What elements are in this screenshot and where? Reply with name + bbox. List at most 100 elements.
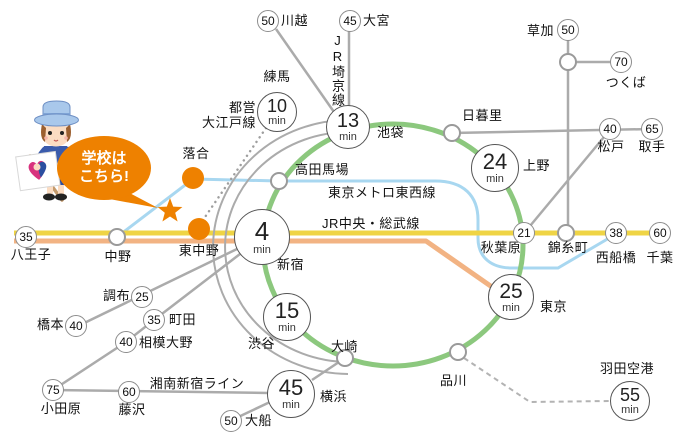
time-circle-yokohama: 45 min	[267, 370, 315, 418]
station-label-tokyo: 東京	[540, 299, 568, 314]
station-label-kawagoe: 川越	[281, 13, 309, 28]
station-label-nerima: 練馬	[263, 69, 291, 84]
haneda-dashed-line	[463, 357, 610, 404]
mascot-hat	[34, 100, 79, 127]
shonan-shinjuku-line	[52, 388, 270, 395]
station-label-kinshicho: 錦糸町	[547, 240, 589, 255]
station-dot-ochiai	[182, 167, 204, 189]
station-node-takadanobaba	[270, 172, 288, 190]
time-badge-fujisawa: 60	[118, 381, 140, 403]
keio-line-chofu-hashimoto	[75, 247, 238, 329]
station-node-soka-junction	[559, 53, 577, 71]
station-label-matsudo: 松戸	[597, 139, 625, 154]
time-badge-hashimoto: 40	[65, 315, 87, 337]
time-value: 15	[274, 298, 300, 323]
station-label-ikebukuro: 池袋	[377, 125, 405, 140]
station-label-ofuna: 大船	[245, 413, 273, 428]
station-label-hashimoto: 橋本	[37, 317, 65, 332]
time-unit: min	[621, 404, 639, 416]
tojo-line-kawagoe	[274, 28, 336, 113]
time-unit: min	[339, 131, 357, 143]
station-label-nippori: 日暮里	[462, 108, 503, 123]
time-unit: min	[268, 115, 286, 127]
line-label-oedo: 都営 大江戸線	[202, 100, 256, 130]
time-value: 45	[278, 375, 304, 400]
station-label-chofu: 調布	[102, 288, 130, 303]
station-label-chiba: 千葉	[646, 250, 674, 265]
oedo-dotted-line	[201, 126, 268, 222]
speech-bubble-line2: こちら!	[79, 168, 129, 185]
time-badge-chofu: 25	[131, 286, 153, 308]
time-value: 24	[482, 149, 508, 174]
station-label-omiya: 大宮	[363, 13, 391, 28]
station-label-hachioji: 八王子	[10, 247, 52, 262]
time-circle-ueno: 24 min	[471, 144, 519, 192]
time-unit: min	[486, 173, 504, 185]
time-circle-tokyo: 25 min	[488, 274, 534, 320]
time-badge-matsudo: 40	[599, 118, 621, 140]
station-label-takadanobaba: 高田馬場	[295, 162, 350, 177]
station-dot-higashinakano	[188, 218, 210, 240]
line-label-shonan-shinjuku: 湘南新宿ライン	[149, 376, 245, 391]
time-unit: min	[282, 399, 300, 411]
time-circle-shibuya: 15 min	[263, 293, 311, 341]
mascot-flag	[15, 150, 61, 192]
tozai-line	[116, 177, 617, 270]
time-value: 10	[266, 96, 288, 116]
time-badge-nishifunabashi: 38	[605, 222, 627, 244]
time-badge-odawara: 75	[42, 379, 64, 401]
mascot-character	[15, 100, 89, 202]
time-badge-hachioji: 35	[15, 226, 37, 248]
station-node-shinagawa	[449, 343, 467, 361]
odakyu-line-machida-odawara	[52, 253, 241, 392]
line-label-oedo-2: 大江戸線	[201, 115, 256, 130]
station-label-toride: 取手	[638, 139, 666, 154]
station-node-kinshicho	[557, 224, 575, 242]
time-unit: min	[502, 301, 520, 314]
mascot-face	[42, 121, 70, 147]
line-label-oedo-1: 都営	[228, 100, 256, 115]
station-label-nishifunabashi: 西船橋	[595, 250, 637, 265]
station-label-haneda: 羽田空港	[600, 361, 655, 376]
time-unit: min	[253, 244, 271, 256]
station-label-higashinakano: 東中野	[178, 243, 220, 258]
line-label-saikyo: JR埼京線	[330, 33, 345, 107]
time-circle-ikebukuro: 13 min	[326, 105, 370, 149]
station-label-shibuya: 渋谷	[248, 336, 276, 351]
station-label-shinagawa: 品川	[440, 373, 468, 388]
station-node-nippori	[443, 124, 461, 142]
speech-bubble-line1: 学校は	[81, 150, 127, 167]
joban-line-nippori-toride	[451, 127, 652, 135]
station-label-soka: 草加	[526, 23, 554, 38]
time-value: 13	[336, 110, 360, 132]
station-label-osaki: 大崎	[331, 339, 359, 354]
junction-circles	[108, 53, 577, 367]
time-unit: min	[278, 322, 296, 334]
time-value: 4	[254, 216, 270, 246]
station-label-akihabara: 秋葉原	[480, 240, 522, 255]
time-badge-sagamiono: 40	[115, 331, 137, 353]
station-label-yokohama: 横浜	[320, 389, 348, 404]
time-badge-machida: 35	[143, 309, 165, 331]
yamanote-parallel-outer	[212, 118, 351, 375]
time-badge-chiba: 60	[649, 222, 671, 244]
time-badge-soka: 50	[557, 19, 579, 41]
station-label-shinjuku: 新宿	[277, 257, 305, 272]
yamanote-parallel-inner	[224, 130, 351, 363]
chuo-rapid-line	[14, 238, 494, 290]
time-badge-toride: 65	[641, 118, 663, 140]
station-label-nakano: 中野	[104, 249, 132, 264]
time-badge-akihabara: 21	[513, 222, 535, 244]
time-circle-nerima: 10 min	[257, 92, 297, 132]
speech-bubble-text: 学校は こちら!	[79, 150, 129, 186]
station-label-odawara: 小田原	[40, 401, 82, 416]
mascot-shoe	[55, 193, 67, 201]
time-value: 25	[499, 279, 523, 303]
time-circle-shinjuku: 4 min	[234, 209, 290, 265]
station-label-machida: 町田	[169, 312, 197, 327]
akihabara-matsudo-line	[529, 130, 610, 227]
mascot-shoe	[43, 193, 55, 201]
time-value: 55	[619, 385, 641, 405]
time-badge-kawagoe: 50	[257, 10, 279, 32]
